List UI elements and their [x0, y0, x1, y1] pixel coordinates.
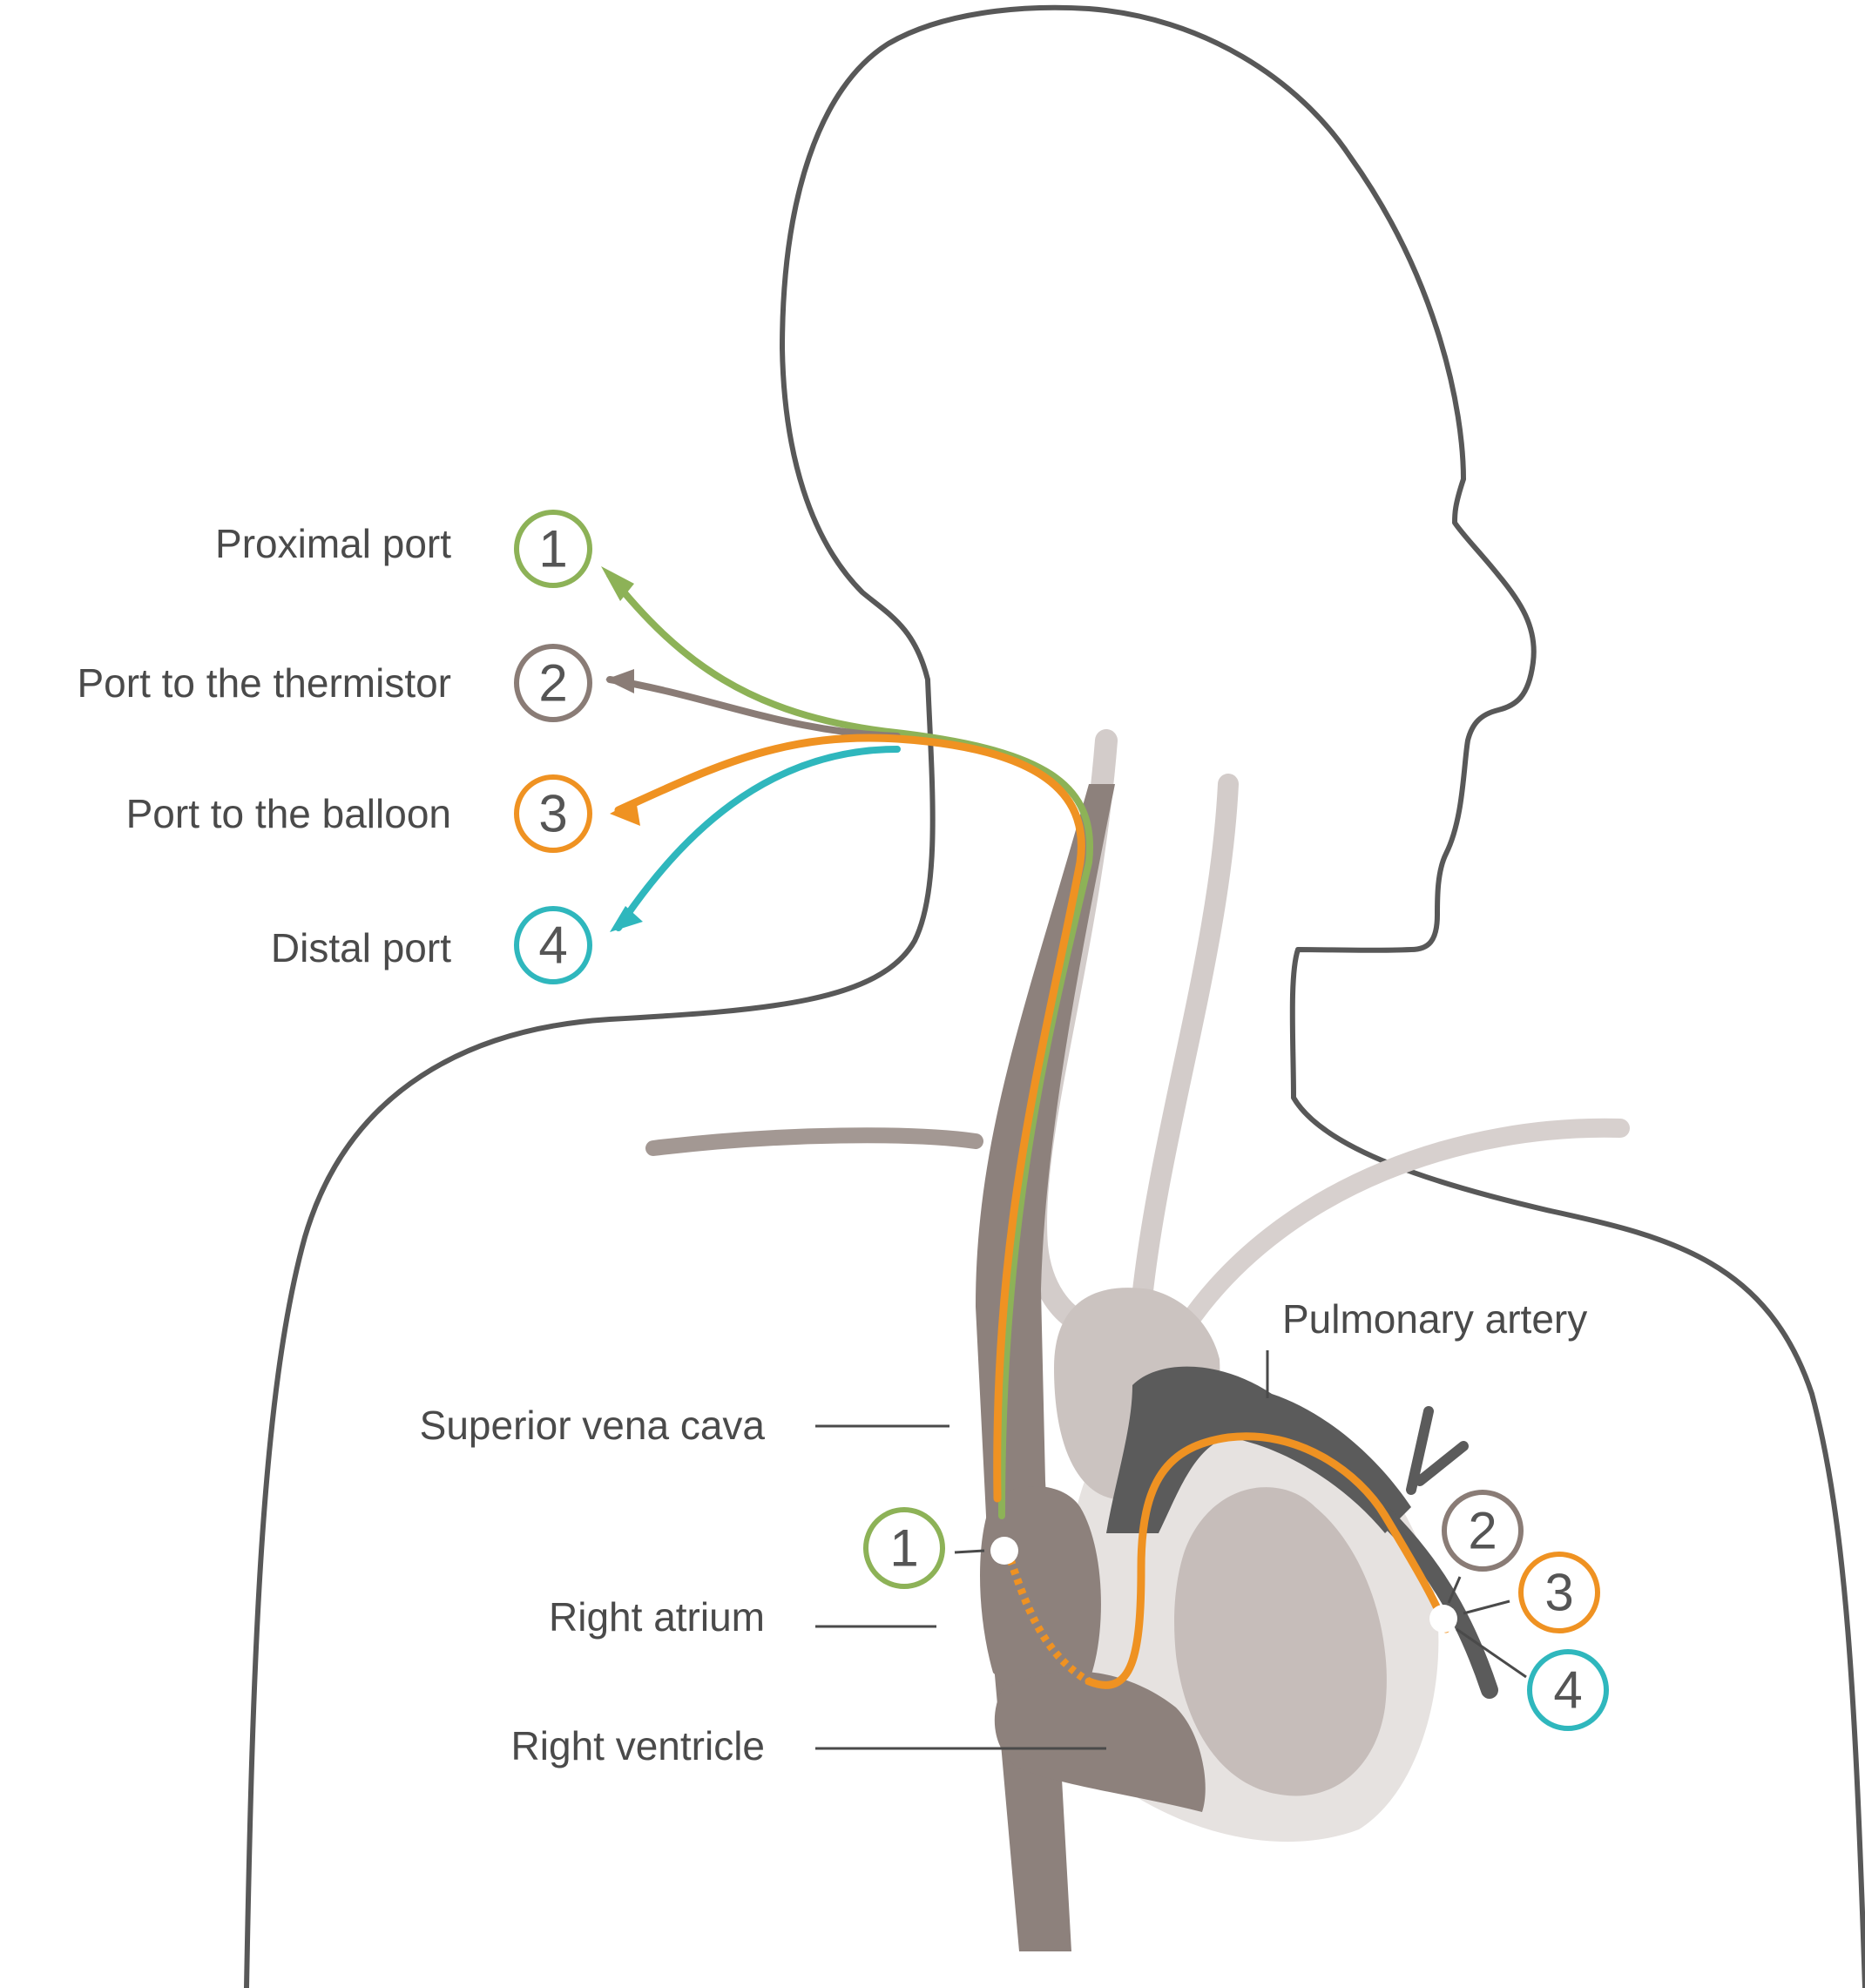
- label-right-ventricle: Right ventricle: [511, 1723, 765, 1768]
- port-label-proximal: Proximal port: [215, 521, 451, 566]
- carotid-vessel: [1141, 784, 1228, 1307]
- label-superior-vena-cava: Superior vena cava: [420, 1403, 766, 1448]
- label-pulmonary-artery: Pulmonary artery: [1282, 1296, 1587, 1342]
- arrow-thermistor: [605, 669, 634, 693]
- right-atrium-chamber: [980, 1486, 1101, 1697]
- catheter-distal-line: [618, 749, 897, 928]
- port-number-2: 2: [538, 654, 567, 713]
- port-label-distal: Distal port: [271, 925, 451, 970]
- atrium-marker-number: 1: [889, 1519, 918, 1578]
- pulmonary-twig-upper: [1411, 1411, 1463, 1490]
- pulmonary-branch-light: [1193, 1128, 1620, 1315]
- port-number-3: 3: [538, 785, 567, 843]
- catheter-tip-dot: [1429, 1605, 1457, 1633]
- port-label-thermistor: Port to the thermistor: [78, 660, 452, 706]
- tip-leader-3: [1463, 1601, 1510, 1613]
- atrium-marker-leader: [955, 1551, 984, 1552]
- arrow-distal: [610, 906, 643, 932]
- tip-marker-number-4: 4: [1553, 1661, 1582, 1720]
- atrium-port-dot: [990, 1537, 1018, 1565]
- subclavian-vein: [653, 1135, 976, 1148]
- port-label-balloon: Port to the balloon: [126, 791, 451, 836]
- tip-marker-number-2: 2: [1468, 1502, 1497, 1560]
- label-right-atrium: Right atrium: [549, 1594, 765, 1640]
- tip-marker-number-3: 3: [1544, 1564, 1573, 1622]
- port-number-4: 4: [538, 916, 567, 975]
- port-number-1: 1: [538, 520, 567, 578]
